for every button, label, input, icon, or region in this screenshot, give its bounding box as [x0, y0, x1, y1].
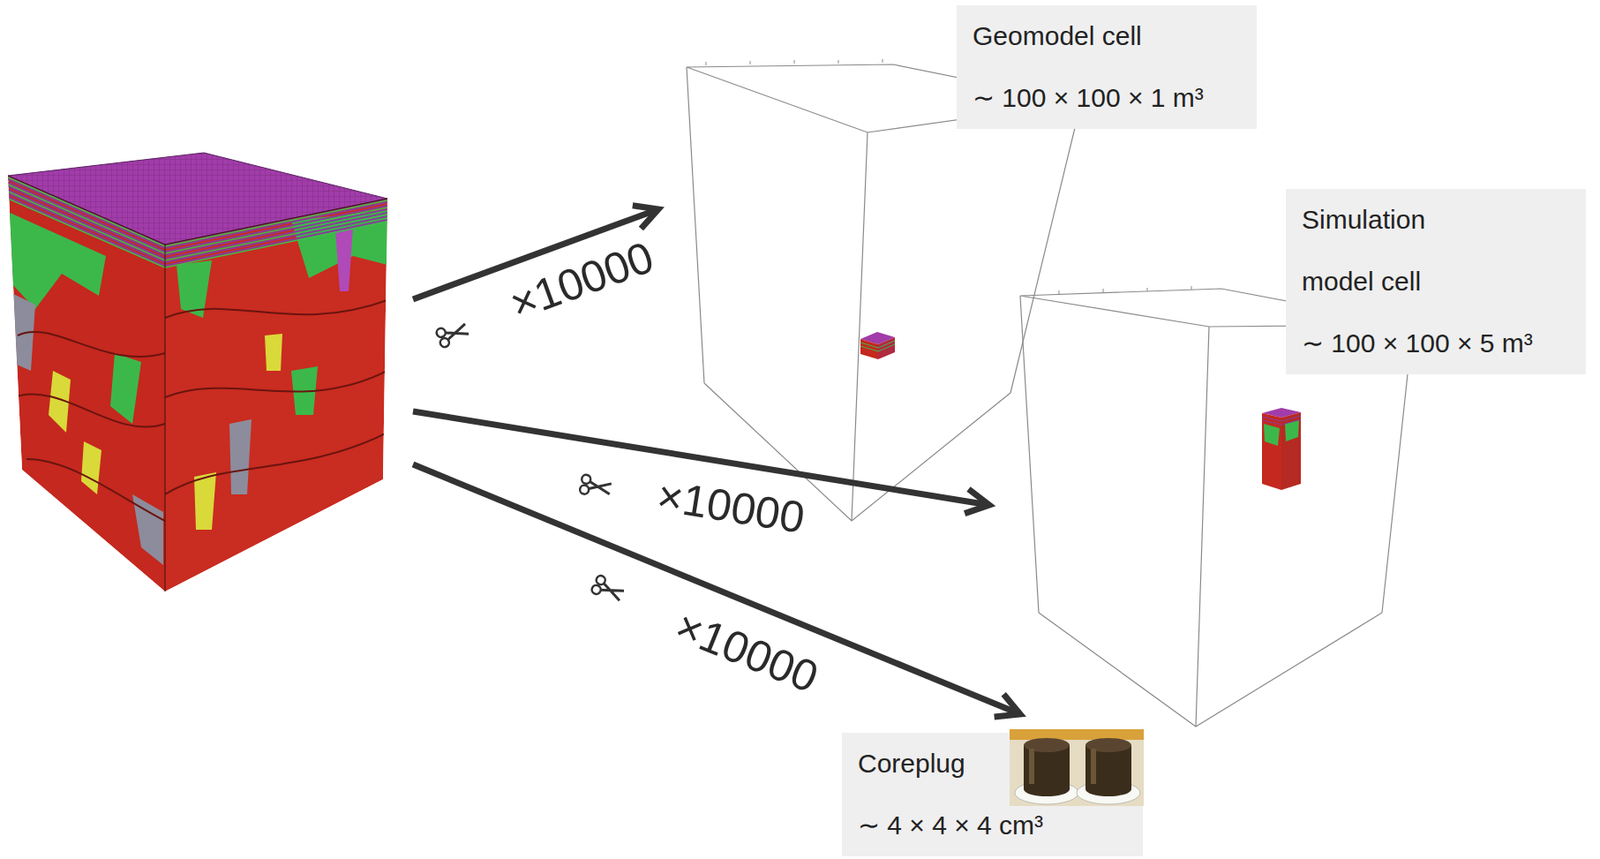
right-face [264, 333, 283, 371]
scissors-icon [588, 480, 612, 495]
scissors-icon [578, 473, 612, 499]
coreplug-photo-part [1009, 728, 1144, 740]
box-title: Simulation model cell [1301, 188, 1488, 313]
box-title: Geomodel cell [972, 5, 1142, 68]
reservoir-block [7, 152, 388, 592]
right-face [165, 198, 388, 592]
simulation-cell [1263, 423, 1280, 446]
coreplug-photo-part [1090, 748, 1097, 784]
geomodel-wireframe [686, 67, 1082, 521]
left-face [81, 441, 102, 495]
scissors-icon [590, 573, 626, 604]
scissors-icon [600, 581, 624, 601]
left-face [13, 331, 166, 521]
arrow [964, 488, 990, 514]
left-face [110, 353, 142, 424]
left-face [7, 175, 166, 592]
geomodel-cell [860, 340, 895, 352]
coreplug-photo-part [1009, 728, 1144, 806]
coreplug-photo-part [1023, 781, 1070, 797]
scale-factor-label: ×10000 [653, 470, 809, 543]
simulation-cell [1261, 413, 1282, 490]
label-box: Geomodel cell∼ 100 × 100 × 1 m³ [956, 5, 1257, 129]
geomodel-cell [860, 331, 895, 360]
arrow [413, 205, 1021, 717]
left-face [7, 177, 166, 268]
scissors-icon [590, 583, 602, 595]
right-face [194, 472, 217, 530]
simulation-cell [1261, 407, 1301, 490]
right-face [165, 200, 388, 268]
simulation-cell [1261, 415, 1301, 425]
scale-factor-label: ×10000 [668, 600, 826, 703]
right-face [335, 227, 354, 292]
box-dimension: ∼ 4 × 4 × 4 cm³ [857, 794, 1044, 857]
scissors-icon [444, 323, 469, 341]
coreplug-photo-part [1085, 781, 1132, 797]
left-face [7, 291, 36, 371]
box-title: Coreplug [857, 732, 966, 795]
geomodel-wireframe [706, 59, 883, 66]
right-face [165, 300, 388, 495]
scissors-icon [578, 484, 590, 496]
right-face [165, 198, 388, 266]
arrow [632, 205, 659, 229]
arrow [994, 693, 1021, 717]
box-dimension: ∼ 100 × 100 × 1 m³ [972, 67, 1204, 129]
scale-factor-label: ×10000 [503, 232, 660, 330]
reservoir-block [7, 175, 388, 592]
right-face [229, 419, 252, 495]
label-box: Simulation model cell∼ 100 × 100 × 5 m³ [1285, 188, 1586, 375]
box-dimension: ∼ 100 × 100 × 5 m³ [1301, 312, 1533, 375]
right-face [165, 198, 388, 592]
arrow [413, 464, 1016, 713]
coreplug-photo [1009, 728, 1144, 806]
scissors-icon [435, 326, 447, 339]
label-box: Coreplug∼ 4 × 4 × 4 cm³ [841, 732, 1143, 857]
coreplug-photo-part [1029, 748, 1035, 784]
simulation-wireframe [1059, 285, 1192, 294]
left-face [7, 175, 166, 266]
scissors-icon [435, 319, 470, 348]
left-face [7, 175, 166, 592]
